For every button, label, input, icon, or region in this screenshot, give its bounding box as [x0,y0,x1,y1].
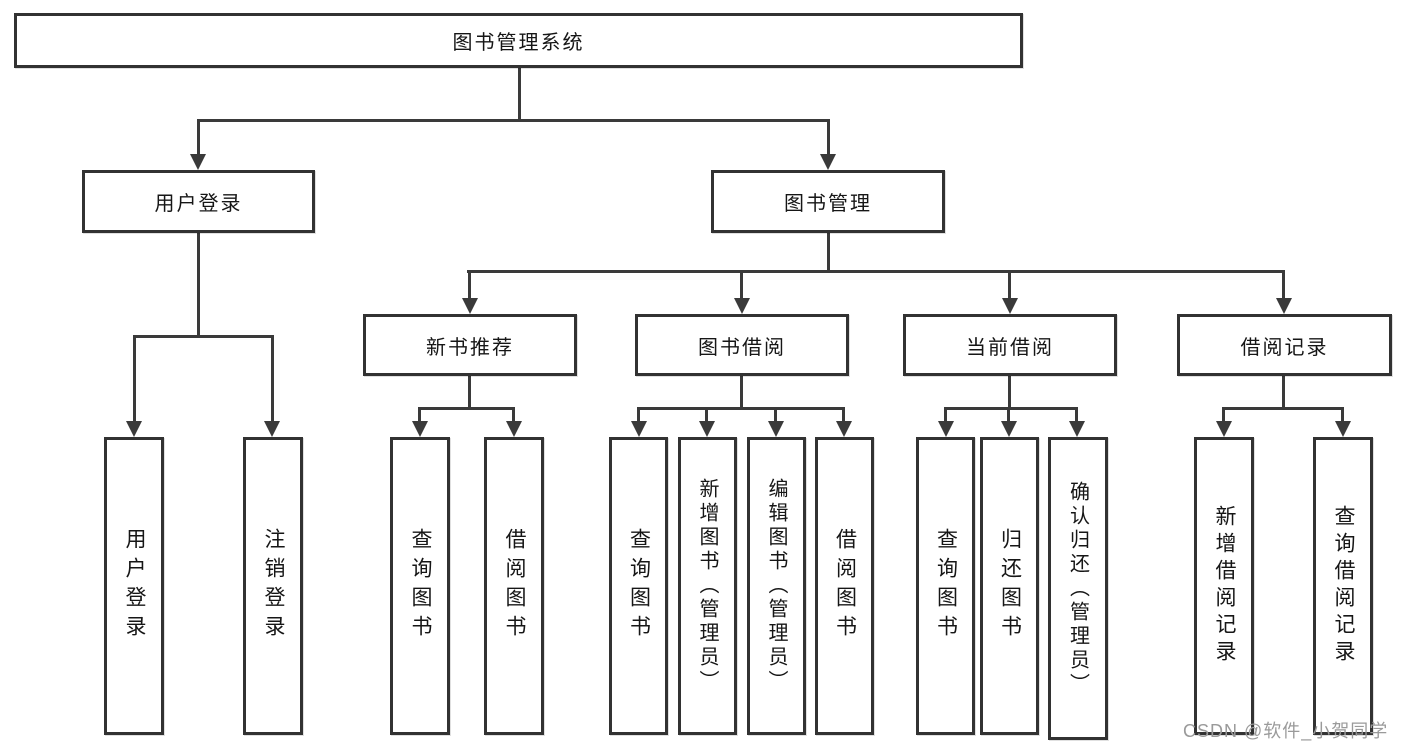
connector-book-borrow-stem [740,376,743,409]
node-borrow-records: 借阅记录 [1177,314,1392,376]
connector-borrow-records-branch [1222,407,1344,410]
leaf-current-confirm-return-admin: 确认归还（管理员） [1048,437,1108,740]
connector-book-management-branch [467,270,1285,273]
arrowhead-records-query [1335,421,1351,437]
connector-current-borrow-branch [944,407,1078,410]
connector-stem-current-confirm [1075,407,1078,424]
connector-stem-borrow-borrow [842,407,845,424]
connector-stem-borrow-query [637,407,640,424]
leaf-recommend-borrow-book-label: 借阅图书 [503,528,526,644]
leaf-borrow-edit-book-admin-label: 编辑图书（管理员） [765,478,787,694]
leaf-records-add-record: 新增借阅记录 [1194,437,1254,735]
leaf-borrow-borrow-book-label: 借阅图书 [833,528,857,644]
leaf-logout-login: 注销登录 [243,437,303,735]
connector-stem-leaf-logout [271,335,274,425]
arrowhead-borrow-edit [768,421,784,437]
connector-current-borrow-stem [1008,376,1011,409]
watermark: CSDN @软件_小贺同学 [1183,721,1389,741]
connector-stem-recommend-borrow [512,407,515,424]
node-library-system-label: 图书管理系统 [452,32,585,54]
connector-stem-borrow-edit [774,407,777,424]
arrowhead-borrow-records [1276,298,1292,314]
connector-stem-records-query [1341,407,1344,424]
connector-stem-current-borrow [1008,270,1011,302]
arrowhead-recommend-query [412,421,428,437]
connector-stem-leaf-user-login [133,335,136,425]
node-borrow-records-label: 借阅记录 [1240,336,1329,359]
arrowhead-borrow-add [699,421,715,437]
node-library-system: 图书管理系统 [14,13,1023,68]
connector-stem-borrow-records [1282,270,1285,302]
connector-stem-borrow-add [705,407,708,424]
connector-borrow-records-stem [1282,376,1285,409]
connector-root-branch [197,119,830,122]
leaf-current-return-book-label: 归还图书 [998,528,1022,644]
connector-user-login-branch [133,335,274,338]
connector-stem-book-borrow [740,270,743,302]
leaf-borrow-query-book-label: 查询图书 [627,528,651,644]
leaf-borrow-add-book-admin-label: 新增图书（管理员） [696,478,718,694]
leaf-current-query-book: 查询图书 [916,437,975,735]
node-book-borrow-label: 图书借阅 [698,336,786,359]
connector-user-login-stem [197,233,200,337]
connector-stem-new-book [468,270,471,302]
connector-new-book-stem [468,376,471,409]
connector-stem-current-return [1007,407,1010,424]
leaf-current-return-book: 归还图书 [980,437,1039,735]
leaf-user-login: 用户登录 [104,437,164,735]
leaf-recommend-borrow-book: 借阅图书 [484,437,544,735]
leaf-records-add-record-label: 新增借阅记录 [1213,505,1236,667]
arrowhead-new-book [462,298,478,314]
connector-root-stem [518,67,521,122]
leaf-records-query-record: 查询借阅记录 [1313,437,1373,735]
node-user-login: 用户登录 [82,170,315,233]
connector-stem-records-add [1222,407,1225,424]
leaf-recommend-query-book: 查询图书 [390,437,450,735]
arrowhead-book-borrow [734,298,750,314]
connector-stem-recommend-query [418,407,421,424]
connector-new-book-branch [418,407,515,410]
arrowhead-current-query [938,421,954,437]
leaf-borrow-borrow-book: 借阅图书 [815,437,874,735]
arrowhead-current-return [1001,421,1017,437]
leaf-current-query-book-label: 查询图书 [934,528,958,644]
leaf-borrow-add-book-admin: 新增图书（管理员） [678,437,737,735]
leaf-user-login-label: 用户登录 [123,528,146,644]
node-new-book-recommend: 新书推荐 [363,314,577,376]
node-new-book-recommend-label: 新书推荐 [426,336,514,359]
leaf-recommend-query-book-label: 查询图书 [409,528,432,644]
arrowhead-current-confirm [1069,421,1085,437]
arrowhead-user-login [190,154,206,170]
leaf-current-confirm-return-admin-label: 确认归还（管理员） [1066,480,1089,697]
connector-stem-book-management [827,119,830,159]
arrowhead-records-add [1216,421,1232,437]
node-current-borrow: 当前借阅 [903,314,1117,376]
connector-stem-user-login [197,119,200,159]
connector-book-borrow-branch [637,407,845,410]
leaf-borrow-edit-book-admin: 编辑图书（管理员） [747,437,806,735]
leaf-records-query-record-label: 查询借阅记录 [1332,505,1355,667]
arrowhead-borrow-borrow [836,421,852,437]
arrowhead-leaf-logout [264,421,280,437]
connector-stem-current-query [944,407,947,424]
arrowhead-leaf-user-login [126,421,142,437]
arrowhead-recommend-borrow [506,421,522,437]
node-user-login-label: 用户登录 [154,193,243,215]
arrowhead-borrow-query [631,421,647,437]
connector-book-management-stem [827,233,830,272]
arrowhead-current-borrow [1002,298,1018,314]
node-current-borrow-label: 当前借阅 [966,336,1054,359]
leaf-borrow-query-book: 查询图书 [609,437,668,735]
node-book-management: 图书管理 [711,170,945,233]
leaf-logout-login-label: 注销登录 [262,528,285,644]
node-book-borrow: 图书借阅 [635,314,849,376]
arrowhead-book-management [820,154,836,170]
node-book-management-label: 图书管理 [784,193,872,215]
